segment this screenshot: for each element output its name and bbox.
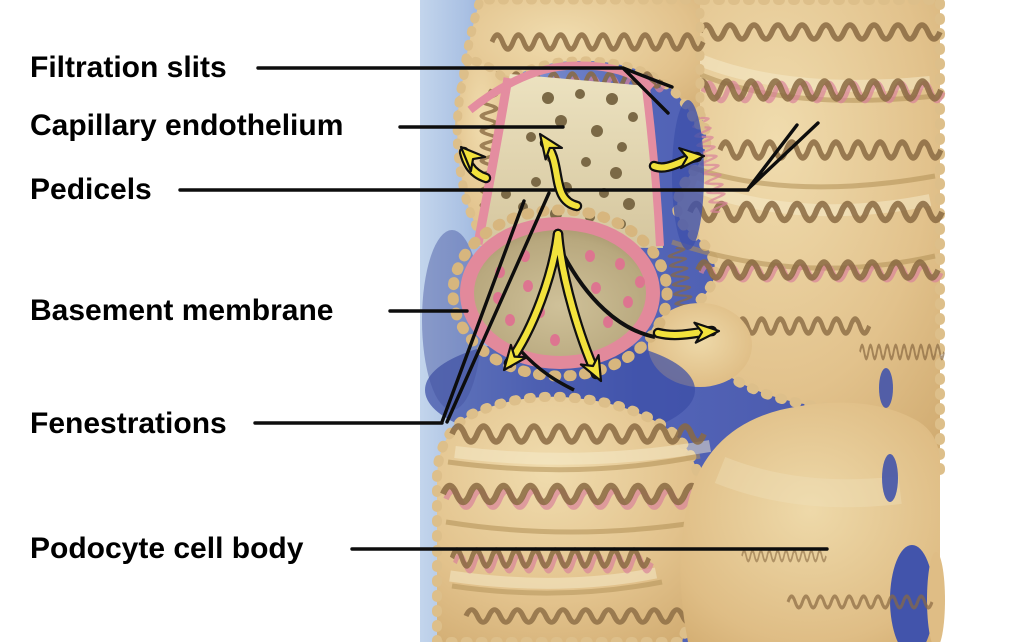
podocyte-cluster-bottom	[432, 391, 715, 642]
label-fenestrations: Fenestrations	[30, 407, 227, 440]
filtrate-flow-arrows	[452, 127, 721, 392]
leader-pedicels	[178, 121, 820, 192]
flow-accent-line	[518, 348, 575, 392]
label-basement-membrane: Basement membrane	[30, 294, 334, 327]
podocyte-cell-body-shape	[680, 368, 945, 642]
label-pedicels: Pedicels	[30, 173, 152, 206]
leader-lines	[178, 66, 829, 551]
label-podocyte-cell-body: Podocyte cell body	[30, 532, 304, 565]
flow-accent-line	[558, 247, 656, 339]
label-capillary-endothelium: Capillary endothelium	[30, 109, 344, 142]
leader-fenestrations	[253, 191, 551, 425]
leader-filtration-slits	[256, 66, 674, 115]
label-filtration-slits: Filtration slits	[30, 51, 227, 84]
